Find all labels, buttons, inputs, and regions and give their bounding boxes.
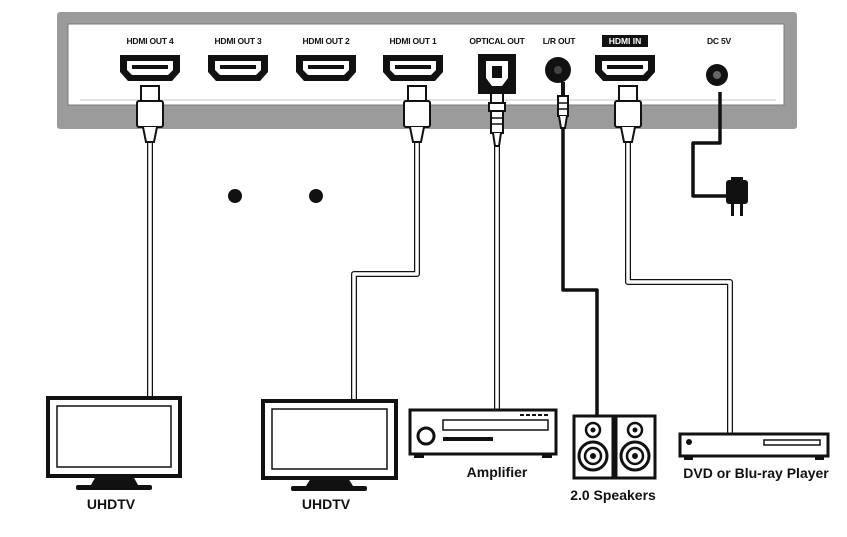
label-speakers: 2.0 Speakers <box>570 487 656 503</box>
amplifier-icon <box>408 408 558 458</box>
audio-plug-icon <box>557 82 569 129</box>
label-lr-out: L/R OUT <box>543 36 577 46</box>
hdmi-port-icon <box>120 55 180 81</box>
label-uhdtv-right: UHDTV <box>302 496 351 512</box>
hdmi-port-icon <box>296 55 356 81</box>
hdmi-cable-in <box>625 142 733 434</box>
hdmi-in-label-bg <box>602 35 648 47</box>
label-optical-out: OPTICAL OUT <box>469 36 525 46</box>
player-icon <box>678 432 830 460</box>
label-player: DVD or Blu-ray Player <box>683 465 829 481</box>
monitor-icon <box>46 396 182 490</box>
label-hdmi-out-3: HDMI OUT 3 <box>214 36 262 46</box>
speaker-icon <box>614 414 657 480</box>
label-hdmi-out-1: HDMI OUT 1 <box>389 36 437 46</box>
hdmi-plug-icon <box>614 85 642 143</box>
hdmi-cable-out-1 <box>351 142 420 403</box>
hdmi-port-icon <box>595 55 655 81</box>
hdmi-plug-icon <box>136 85 164 143</box>
power-adapter-icon <box>726 177 748 216</box>
audio-jack-icon <box>545 57 571 83</box>
unused-port-dot <box>228 189 242 203</box>
optical-plug-icon <box>488 92 506 147</box>
audio-cable <box>561 128 599 416</box>
label-hdmi-in: HDMI IN <box>609 36 642 46</box>
unused-port-dot <box>309 189 323 203</box>
speaker-icon <box>572 414 615 480</box>
dc-jack-icon <box>706 64 728 86</box>
hdmi-plug-icon <box>403 85 431 143</box>
label-dc-5v: DC 5V <box>707 36 732 46</box>
monitor-icon <box>261 399 398 491</box>
optical-port-icon <box>478 54 516 94</box>
hdmi-port-icon <box>383 55 443 81</box>
label-amplifier: Amplifier <box>467 464 528 480</box>
hdmi-port-icon <box>208 55 268 81</box>
power-cable <box>691 92 730 198</box>
label-hdmi-out-4: HDMI OUT 4 <box>126 36 174 46</box>
label-hdmi-out-2: HDMI OUT 2 <box>302 36 350 46</box>
label-uhdtv-left: UHDTV <box>87 496 136 512</box>
